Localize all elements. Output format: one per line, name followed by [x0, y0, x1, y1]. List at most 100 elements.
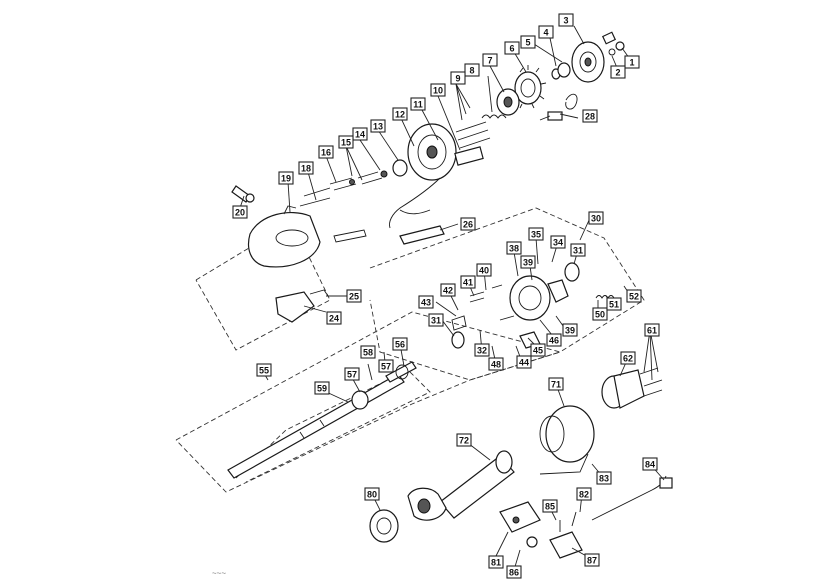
- callout-9: 9: [450, 71, 466, 85]
- callout-38: 38: [506, 241, 522, 255]
- bushing-31b-part: [451, 331, 465, 349]
- callout-87: 87: [584, 553, 600, 567]
- shaft-inner-outline: [235, 369, 431, 483]
- callout-box: [516, 355, 532, 369]
- ring-62-part: [601, 367, 663, 409]
- callout-number: 7: [487, 56, 492, 66]
- callout-58: 58: [360, 345, 376, 359]
- callout-number: 19: [281, 174, 291, 184]
- callout-number: 5: [525, 38, 530, 48]
- callout-4: 4: [538, 25, 554, 39]
- callout-39: 39: [562, 323, 578, 337]
- callout-32: 32: [474, 343, 490, 357]
- callout-number: 39: [523, 258, 533, 268]
- callout-number: 31: [573, 246, 583, 256]
- callout-box: [352, 127, 368, 141]
- callout-14: 14: [352, 127, 368, 141]
- callout-box: [364, 487, 380, 501]
- callout-box: [476, 263, 492, 277]
- callout-number: 32: [477, 346, 487, 356]
- callout-box: [506, 241, 522, 255]
- callout-7: 7: [482, 53, 498, 67]
- callout-44: 44: [516, 355, 532, 369]
- callout-number: 62: [623, 354, 633, 364]
- callout-19: 19: [278, 171, 294, 185]
- callout-56: 56: [392, 337, 408, 351]
- callout-30: 30: [588, 211, 604, 225]
- callout-86: 86: [506, 565, 522, 579]
- callout-box: [506, 565, 522, 579]
- callout-number: 85: [545, 502, 555, 512]
- callout-81: 81: [488, 555, 504, 569]
- spring-part: [481, 114, 507, 119]
- callout-number: 44: [519, 358, 529, 368]
- callout-24: 24: [326, 311, 342, 325]
- callout-number: 13: [373, 122, 383, 132]
- callout-box: [570, 243, 586, 257]
- callout-number: 2: [615, 68, 620, 78]
- callout-box: [298, 161, 314, 175]
- callout-84: 84: [642, 457, 658, 471]
- callout-number: 24: [329, 314, 339, 324]
- callout-number: 28: [585, 112, 595, 122]
- callout-3: 3: [558, 13, 574, 27]
- callout-box: [482, 53, 498, 67]
- callout-box: [392, 337, 408, 351]
- rod-part: [299, 197, 331, 207]
- callout-number: 83: [599, 474, 609, 484]
- callout-number: 6: [509, 44, 514, 54]
- callout-number: 46: [549, 336, 559, 346]
- bracket-part: [275, 289, 329, 323]
- callout-box: [642, 457, 658, 471]
- callout-40: 40: [476, 263, 492, 277]
- callout-46: 46: [546, 333, 562, 347]
- callout-number: 8: [469, 66, 474, 76]
- callout-box: [338, 135, 354, 149]
- callout-43: 43: [418, 295, 434, 309]
- steering-shaft-part: [227, 361, 417, 479]
- callout-box: [360, 345, 376, 359]
- callout-18: 18: [298, 161, 314, 175]
- callout-number: 41: [463, 278, 473, 288]
- callout-39: 39: [520, 255, 536, 269]
- callout-number: 18: [301, 164, 311, 174]
- housing-group-outline: [369, 207, 645, 381]
- callout-box: [576, 487, 592, 501]
- callout-42: 42: [440, 283, 456, 297]
- callout-number: 38: [509, 244, 519, 254]
- switch-part: [539, 93, 578, 121]
- callout-10: 10: [430, 83, 446, 97]
- callout-number: 45: [533, 346, 543, 356]
- callout-box: [460, 275, 476, 289]
- callout-box: [474, 343, 490, 357]
- callout-number: 81: [491, 558, 501, 568]
- lock-ring-part: [557, 62, 571, 78]
- callout-number: 56: [395, 340, 405, 350]
- callout-26: 26: [460, 217, 476, 231]
- callout-number: 87: [587, 556, 597, 566]
- callout-number: 80: [367, 490, 377, 500]
- callout-box: [430, 83, 446, 97]
- callout-box: [256, 363, 272, 377]
- dimmer-switch-part: [526, 511, 583, 559]
- callout-number: 42: [443, 286, 453, 296]
- bushing-31a-part: [564, 262, 580, 282]
- callout-box: [530, 343, 546, 357]
- callout-number: 25: [349, 292, 359, 302]
- callout-85: 85: [542, 499, 558, 513]
- callout-31: 31: [570, 243, 586, 257]
- callout-62: 62: [620, 351, 636, 365]
- callout-number: 20: [235, 208, 245, 218]
- cam-part: [496, 88, 520, 116]
- callout-57: 57: [344, 367, 360, 381]
- ignition-switch-81-part: [499, 501, 541, 533]
- callout-box: [314, 381, 330, 395]
- cover-part: [571, 41, 605, 83]
- callout-number: 4: [543, 28, 548, 38]
- callout-number: 39: [565, 326, 575, 336]
- callout-box: [562, 323, 578, 337]
- callout-35: 35: [528, 227, 544, 241]
- callout-box: [558, 13, 574, 27]
- callout-box: [584, 553, 600, 567]
